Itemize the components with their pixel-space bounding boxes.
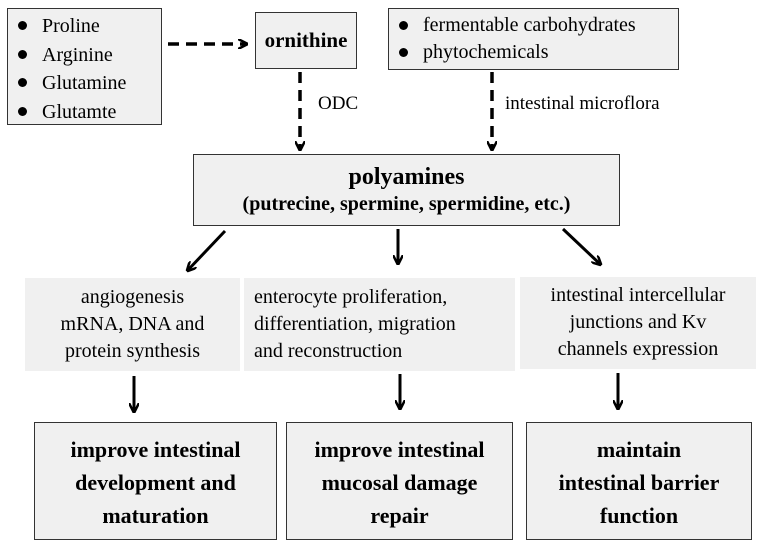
outcome-line: function [599,503,679,528]
ornithine-box: ornithine [255,12,357,69]
bullet-icon [18,78,27,88]
amino-acid-label: Glutamte [42,100,117,123]
polyamines-subtitle: (putrecine, spermine, spermidine, etc.) [242,193,571,215]
outcome-line: improve intestinal [70,437,241,462]
arrow-polyamines-to-effect-3 [561,227,600,264]
outcome-line: maintain [596,437,682,462]
effect-line: channels expression [557,338,719,360]
list-item: Arginine [8,41,161,70]
dietary-label: fermentable carbohydrates [423,14,636,36]
amino-acid-label: Arginine [42,43,113,66]
microflora-edge-label: intestinal microflora [505,93,660,114]
dietary-label: phytochemicals [423,41,549,63]
effect-line: differentiation, migration [254,313,456,335]
amino-acid-sources-box: Proline Arginine Glutamine Glutamte [7,8,162,125]
polyamines-box: polyamines (putrecine, spermine, spermid… [193,154,620,226]
odc-edge-label: ODC [318,93,359,114]
outcome-box-development: improve intestinal development and matur… [34,422,277,540]
bullet-icon [18,106,27,116]
effect-line: and reconstruction [254,340,403,362]
outcome-line: repair [370,503,429,528]
effect-line: junctions and Kv [569,311,707,333]
polyamines-title: polyamines [348,164,465,190]
list-item: Proline [8,12,161,41]
arrow-polyamines-to-effect-1 [188,229,227,270]
outcome-line: intestinal barrier [558,470,720,495]
outcome-line: improve intestinal [314,437,485,462]
effect-line: intestinal intercellular [550,284,726,306]
outcome-line: maturation [102,503,209,528]
effect-box-enterocyte: enterocyte proliferation, differentiatio… [244,278,515,371]
amino-acid-label: Glutamine [42,72,127,94]
effect-line: angiogenesis [80,286,185,308]
outcome-box-repair: improve intestinal mucosal damage repair [286,422,513,540]
list-item: fermentable carbohydrates [389,12,678,39]
amino-acid-label: Proline [42,15,100,37]
bullet-icon [18,49,27,59]
amino-acid-list: Proline Arginine Glutamine Glutamte [8,12,161,126]
dietary-sources-box: fermentable carbohydrates phytochemicals [388,8,679,70]
bullet-icon [399,47,408,57]
outcome-box-barrier: maintain intestinal barrier function [526,422,752,540]
bullet-icon [18,21,27,31]
outcome-line: mucosal damage [321,470,478,495]
bullet-icon [399,20,408,30]
dietary-list: fermentable carbohydrates phytochemicals [389,12,678,66]
effect-box-angiogenesis: angiogenesis mRNA, DNA and protein synth… [25,278,240,371]
outcome-line: development and [75,470,236,495]
effect-box-junctions: intestinal intercellular junctions and K… [520,277,756,369]
list-item: Glutamine [8,69,161,98]
ornithine-label: ornithine [264,28,348,52]
effect-line: mRNA, DNA and [60,313,205,335]
list-item: Glutamte [8,98,161,127]
list-item: phytochemicals [389,39,678,66]
effect-line: enterocyte proliferation, [254,286,448,308]
effect-line: protein synthesis [65,340,200,362]
